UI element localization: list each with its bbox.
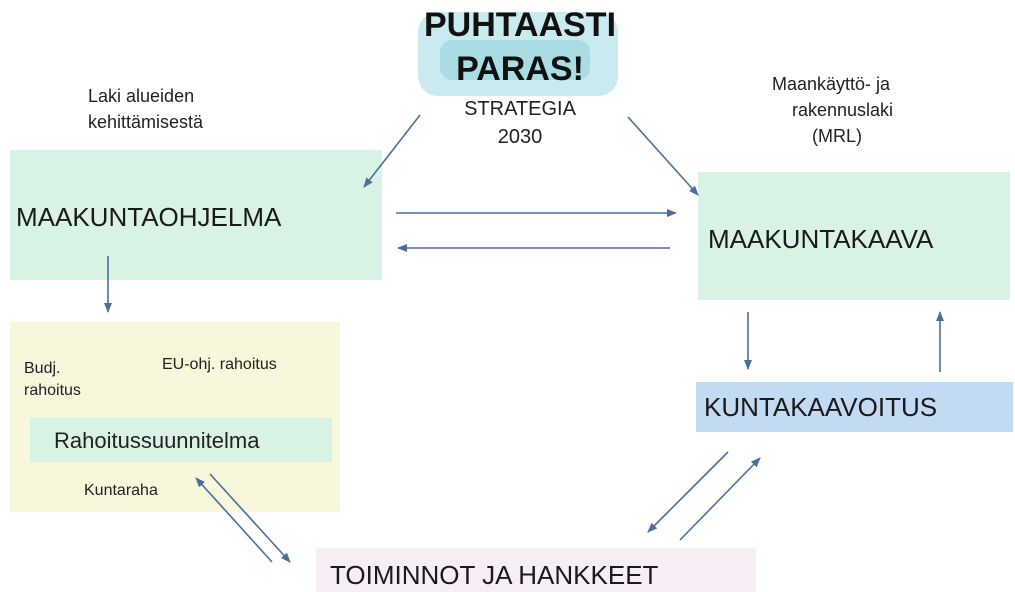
logo-badge-inner [440, 40, 590, 80]
law-landuse-line3: (MRL) [812, 126, 862, 146]
kuntaraha-label: Kuntaraha [84, 482, 158, 499]
arrow-funding-to-toiminnot [209, 473, 291, 563]
maakuntakaava-label: MAAKUNTAKAAVA [708, 224, 934, 254]
law-regional-line2: kehittämisestä [88, 112, 204, 132]
budj-label-line1: Budj. [24, 360, 61, 377]
budj-label-line2: rahoitus [24, 382, 81, 399]
maakuntaohjelma-box: MAAKUNTAOHJELMA [10, 150, 382, 280]
toiminnot-box: TOIMINNOT JA HANKKEET [316, 548, 756, 592]
toiminnot-label: TOIMINNOT JA HANKKEET [330, 560, 659, 590]
law-landuse-line1: Maankäyttö- ja [772, 74, 891, 94]
funding-panel: Budj. rahoitus EU-ohj. rahoitus Rahoitus… [10, 322, 340, 512]
arrow-toiminnot-to-kunta [679, 457, 761, 541]
eu-funding-label: EU-ohj. rahoitus [162, 356, 277, 373]
strategy-year: 2030 [497, 126, 543, 148]
arrow-strategy-to-ohjelma [363, 114, 421, 188]
law-landuse-line2: rakennuslaki [792, 100, 894, 120]
arrow-strategy-to-kaava [627, 116, 699, 196]
kuntakaavoitus-box: KUNTAKAAVOITUS [696, 382, 1013, 432]
strategy-label: STRATEGIA [464, 98, 576, 120]
rahoitus-label: Rahoitussuunnitelma [54, 428, 260, 453]
logo-title-line1: PUHTAASTI [423, 6, 617, 44]
kuntakaavoitus-label: KUNTAKAAVOITUS [704, 392, 938, 422]
logo-title-line2: PARAS! [456, 50, 584, 88]
arrow-kunta-to-toiminnot [647, 451, 729, 533]
law-regional-line1: Laki alueiden [88, 86, 195, 106]
maakuntakaava-box: MAAKUNTAKAAVA [698, 172, 1010, 300]
arrow-toiminnot-to-funding [195, 477, 273, 563]
maakuntaohjelma-label: MAAKUNTAOHJELMA [16, 202, 282, 232]
rahoitus-box: Rahoitussuunnitelma [30, 418, 332, 462]
